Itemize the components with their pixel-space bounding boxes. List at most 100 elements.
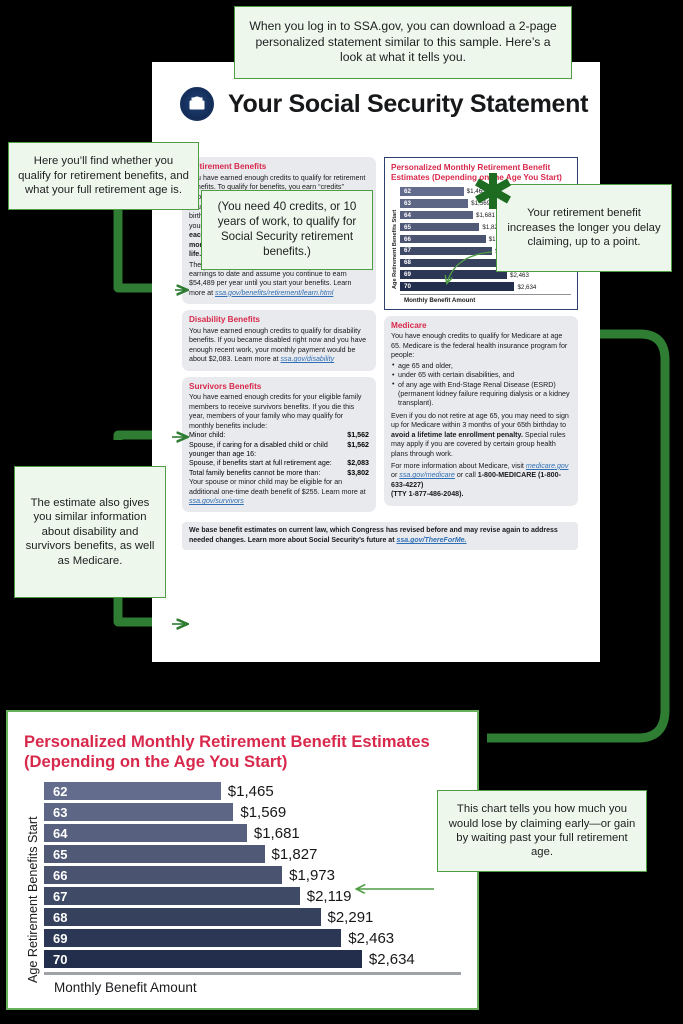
callout-delay-benefit: Your retirement benefit increases the lo… bbox=[496, 184, 672, 272]
chart-bar-row: 70$2,634 bbox=[400, 282, 571, 293]
chart-bar-value: $1,569 bbox=[240, 804, 287, 822]
chart-bar-value: $2,291 bbox=[327, 909, 374, 927]
chart-bar-row: 63 $1,569 bbox=[44, 802, 461, 823]
survivors-row-label: Spouse, if benefits start at full retire… bbox=[189, 459, 332, 468]
chart-bar: 68 bbox=[400, 258, 500, 269]
chart-bar: 64 bbox=[44, 824, 247, 844]
survivors-row-amount: $1,562 bbox=[347, 431, 369, 440]
survivors-row-label: Minor child: bbox=[189, 431, 226, 440]
chart-bar-value: $1,569 bbox=[471, 200, 491, 208]
chart-xlabel: Monthly Benefit Amount bbox=[54, 980, 197, 996]
chart-bar: 68 bbox=[44, 908, 321, 928]
callout-chart-explainer-text: This chart tells you how much you would … bbox=[448, 803, 636, 859]
chart-bar-row: 65$1,827 bbox=[400, 222, 571, 233]
chart-bar: 63 bbox=[44, 803, 234, 823]
medicare-tty: (TTY 1-877-486-2048). bbox=[391, 490, 464, 499]
retirement-benefits-title: Retirement Benefits bbox=[189, 162, 267, 171]
enlarged-chart-ylabel: Age Retirement Benefits Start bbox=[26, 816, 40, 984]
chart-bar-value: $1,827 bbox=[482, 224, 502, 232]
survivors-row-label: Total family benefits cannot be more tha… bbox=[189, 468, 321, 477]
medicare-p3-mid: or bbox=[391, 471, 400, 480]
disability-p1: You have earned enough credits to qualif… bbox=[189, 327, 369, 365]
chart-bar-value: $2,634 bbox=[368, 951, 415, 969]
chart-bar-row: 66 $1,973 bbox=[44, 865, 461, 886]
chart-bar: 67 bbox=[400, 246, 493, 257]
chart-xlabel: Monthly Benefit Amount bbox=[404, 296, 476, 304]
survivors-row-amount: $1,562 bbox=[347, 440, 369, 449]
medicare-bullet-list: age 65 and older, under 65 with certain … bbox=[391, 361, 571, 409]
survivors-row: Total family benefits cannot be more tha… bbox=[189, 469, 369, 478]
chart-bar: 66 bbox=[400, 234, 486, 245]
chart-bar-value: $1,973 bbox=[289, 867, 335, 885]
survivors-benefits-card: Survivors Benefits You have earned enoug… bbox=[182, 376, 376, 513]
chart-bar-row: 64$1,681 bbox=[400, 210, 571, 221]
retirement-learn-link[interactable]: ssa.gov/benefits/retirement/learn.html bbox=[215, 288, 334, 297]
chart-bar-value: $2,463 bbox=[348, 930, 395, 948]
chart-x-axis bbox=[44, 972, 461, 976]
statement-footer-note: We base benefit estimates on current law… bbox=[182, 522, 578, 550]
statement-page: Your Social Security Statement Retiremen… bbox=[152, 62, 600, 662]
medicare-title: Medicare bbox=[391, 320, 427, 330]
chart-bar: 63 bbox=[400, 199, 469, 209]
chart-bar-value: $1,465 bbox=[227, 783, 274, 801]
callout-credits-text: (You need 40 credits, or 10 years of wor… bbox=[217, 200, 357, 258]
chart-bar: 66 bbox=[44, 866, 283, 886]
survivors-link[interactable]: ssa.gov/survivors bbox=[189, 497, 244, 506]
callout-intro-text: When you log in to SSA.gov, you can down… bbox=[249, 19, 557, 65]
chart-bar-value: $1,681 bbox=[476, 212, 495, 220]
disability-benefits-title: Disability Benefits bbox=[189, 315, 260, 325]
chart-bar-value: $2,119 bbox=[306, 888, 352, 906]
survivors-row-amount: $3,802 bbox=[347, 468, 369, 477]
survivors-row-label: Spouse, if caring for a disabled child o… bbox=[189, 440, 328, 458]
chart-bar-row: 64$1,681 bbox=[44, 823, 461, 844]
chart-bar-row: 62$1,465 bbox=[400, 187, 571, 198]
chart-bar-value: $1,827 bbox=[271, 846, 318, 864]
asterisk-icon bbox=[475, 173, 511, 209]
disability-link[interactable]: ssa.gov/disability bbox=[280, 355, 335, 364]
ssa-medicare-link[interactable]: ssa.gov/medicare bbox=[399, 471, 455, 480]
medicare-p2: Even if you do not retire at age 65, you… bbox=[391, 412, 571, 459]
enlarged-chart-panel: Personalized Monthly Retirement Benefit … bbox=[6, 710, 479, 1010]
survivors-row: Spouse, if benefits start at full retire… bbox=[189, 459, 369, 468]
enlarged-chart-title: Personalized Monthly Retirement Benefit … bbox=[24, 732, 430, 771]
chart-x-axis bbox=[400, 293, 571, 295]
chart-bar: 67 bbox=[44, 887, 300, 907]
survivors-row-amount: $2,083 bbox=[347, 459, 369, 468]
disability-benefits-card: Disability Benefits You have earned enou… bbox=[182, 310, 376, 371]
medicare-p2b: avoid a lifetime late enrollment penalty… bbox=[391, 430, 523, 439]
callout-delay-benefit-text: Your retirement benefit increases the lo… bbox=[507, 207, 661, 249]
chart-bar: 65 bbox=[400, 222, 480, 233]
medicare-p1: You have enough credits to qualify for M… bbox=[391, 332, 568, 360]
callout-credits: (You need 40 credits, or 10 years of wor… bbox=[201, 190, 373, 270]
survivors-p2a: Your spouse or minor child may be eligib… bbox=[189, 478, 366, 496]
survivors-row: Minor child: $1,562 bbox=[189, 431, 369, 440]
disability-p1a: You have earned enough credits to qualif… bbox=[189, 326, 367, 364]
survivors-p1: You have earned enough credits for your … bbox=[189, 393, 362, 430]
chart-bar: 65 bbox=[44, 845, 265, 865]
page-title: Your Social Security Statement bbox=[228, 89, 589, 118]
chart-bar: 69 bbox=[400, 270, 507, 280]
medicare-gov-link[interactable]: medicare.gov bbox=[525, 461, 569, 470]
statement-header: Your Social Security Statement bbox=[152, 62, 600, 121]
mini-chart-ylabel: Age Retirement Benefits Start bbox=[392, 209, 398, 289]
chart-bar-row: 62$1,465 bbox=[44, 781, 461, 802]
medicare-p3-post: or call bbox=[454, 471, 478, 480]
medicare-p3: For more information about Medicare, vis… bbox=[391, 462, 571, 500]
chart-bar-row: 70$2,634 bbox=[44, 949, 461, 970]
thereforme-link[interactable]: ssa.gov/ThereForMe. bbox=[396, 537, 467, 545]
survivors-p2: Your spouse or minor child may be eligib… bbox=[189, 478, 369, 506]
chart-bar-row: 67 $2,119 bbox=[44, 886, 461, 907]
statement-columns: Retirement Benefits You have earned enou… bbox=[152, 121, 600, 518]
medicare-bullet: age 65 and older, bbox=[391, 361, 571, 371]
chart-bar-row: 69$2,463 bbox=[44, 928, 461, 949]
chart-bar-value: $1,465 bbox=[466, 188, 486, 196]
callout-estimate-info: The estimate also gives you similar info… bbox=[14, 466, 166, 598]
medicare-p2a: Even if you do not retire at age 65, you… bbox=[391, 411, 569, 430]
footer-text: We base benefit estimates on current law… bbox=[189, 527, 558, 545]
medicare-bullet: under 65 with certain disabilities, and bbox=[391, 371, 571, 381]
survivors-row: Spouse, if caring for a disabled child o… bbox=[189, 441, 369, 460]
medicare-p3-pre: For more information about Medicare, vis… bbox=[391, 461, 526, 470]
